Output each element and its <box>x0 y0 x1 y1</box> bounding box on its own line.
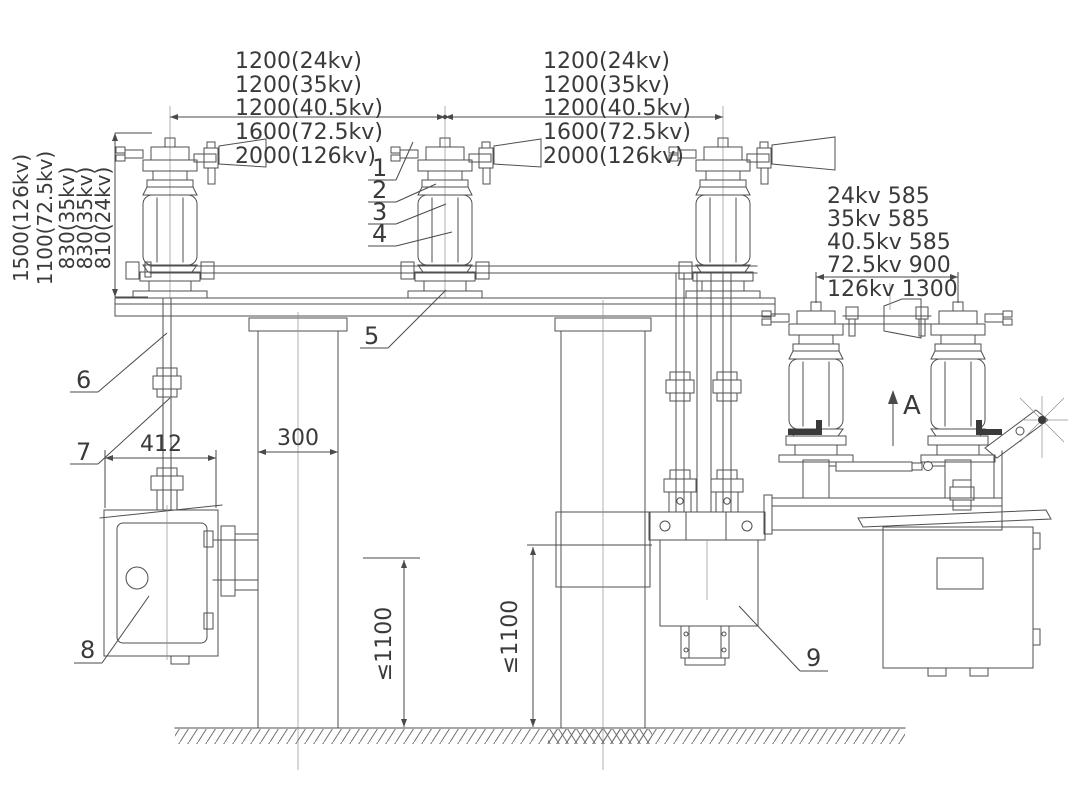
height-label-0: 1500(126kv) <box>9 154 33 282</box>
support-beam <box>114 297 776 317</box>
span-labels-left: 1200(24kv) 1200(35kv) 1200(40.5kv) 1600(… <box>235 49 383 169</box>
svg-text:5: 5 <box>364 322 379 350</box>
svg-text:7: 7 <box>76 438 91 466</box>
height-label-1: 1100(72.5kv) <box>33 151 57 285</box>
svg-text:2: 2 <box>372 176 387 204</box>
side-pole-stack-left <box>761 301 854 499</box>
interphase-linkage-rod <box>125 261 758 280</box>
dimension-top-span: 1200(24kv) 1200(35kv) 1200(40.5kv) 1600(… <box>170 49 723 169</box>
callout-3: 3 <box>368 198 447 226</box>
voltage-spacing-table: 24kv 585 35kv 585 40.5kv 585 72.5kv 900 … <box>827 184 958 302</box>
height-label-3: 830(35kv) <box>73 167 97 270</box>
callout-2: 2 <box>368 176 437 204</box>
voltage-row-1: 35kv 585 <box>827 207 930 232</box>
mechanism-box-8 <box>99 504 259 665</box>
left-column <box>248 312 348 770</box>
pivot-marker <box>1019 396 1068 458</box>
height-label-2: 830(35kv) <box>55 167 79 270</box>
pole-unit-2 <box>390 137 542 299</box>
span-right-label-2: 1200(40.5kv) <box>543 96 691 121</box>
pole-unit-3 <box>668 136 836 299</box>
dim-412-label: 412 <box>140 432 182 457</box>
svg-text:1: 1 <box>372 154 387 182</box>
callout-5: 5 <box>360 289 447 350</box>
span-left-label-0: 1200(24kv) <box>235 49 362 74</box>
dimension-1100-right: ≤1100 <box>498 544 652 727</box>
svg-text:4: 4 <box>372 220 387 248</box>
right-column <box>554 300 652 770</box>
head-linkage <box>842 283 932 339</box>
turnbuckle-linkage <box>828 461 946 472</box>
callout-9: 9 <box>738 605 828 672</box>
span-right-label-1: 1200(35kv) <box>543 73 670 98</box>
callout-1: 1 <box>368 141 414 182</box>
span-right-label-4: 2000(126kv) <box>543 144 684 169</box>
svg-text:6: 6 <box>76 366 91 394</box>
box-8-bracket <box>220 525 236 597</box>
span-left-label-2: 1200(40.5kv) <box>235 96 383 121</box>
voltage-row-3: 72.5kv 900 <box>827 253 951 278</box>
front-view <box>99 106 906 770</box>
blade-paddle-1 <box>218 138 267 168</box>
blade-paddle-3 <box>771 136 836 171</box>
dimension-1100-left: ≤1100 <box>363 557 420 727</box>
svg-text:8: 8 <box>80 636 95 664</box>
voltage-row-2: 40.5kv 585 <box>827 230 951 255</box>
direction-a-label: A <box>903 391 921 421</box>
mechanism-cabinet <box>857 509 1052 677</box>
dimension-412: 412 <box>104 432 217 508</box>
dimension-1300-side: 24kv 585 35kv 585 40.5kv 585 72.5kv 900 … <box>815 184 959 303</box>
handle-hole <box>125 566 149 590</box>
callout-6: 6 <box>70 332 168 394</box>
dimension-height-left: 1500(126kv) 1100(72.5kv) 830(35kv) 830(3… <box>9 132 152 298</box>
svg-text:9: 9 <box>806 644 821 672</box>
span-labels-right: 1200(24kv) 1200(35kv) 1200(40.5kv) 1600(… <box>543 49 691 169</box>
span-left-label-4: 2000(126kv) <box>235 144 376 169</box>
cabinet-window <box>936 557 984 590</box>
side-view: A <box>761 283 1068 677</box>
dim-300-label: 300 <box>277 426 319 451</box>
height-label-4: 810(24kv) <box>91 167 115 270</box>
pole-unit-1 <box>115 137 267 299</box>
span-left-label-3: 1600(72.5kv) <box>235 120 383 145</box>
span-right-label-3: 1600(72.5kv) <box>543 120 691 145</box>
dim-1100-right-label: ≤1100 <box>498 600 523 674</box>
dimension-300: 300 <box>258 426 338 455</box>
svg-text:3: 3 <box>372 198 387 226</box>
operating-rods-right <box>663 273 744 513</box>
base-frame <box>763 420 1003 535</box>
callout-4: 4 <box>368 220 453 248</box>
callouts: 1 2 3 4 5 6 7 <box>70 141 828 672</box>
direction-arrow-a: A <box>888 390 921 446</box>
span-right-label-0: 1200(24kv) <box>543 49 670 74</box>
dim-1100-left-label: ≤1100 <box>372 607 397 681</box>
dimensions: 1200(24kv) 1200(35kv) 1200(40.5kv) 1600(… <box>9 49 959 727</box>
mechanism-box-9 <box>648 511 766 666</box>
callout-7: 7 <box>70 397 171 466</box>
voltage-row-4: 126kv 1300 <box>827 277 958 302</box>
voltage-row-0: 24kv 585 <box>827 184 930 209</box>
span-left-label-1: 1200(35kv) <box>235 73 362 98</box>
blade-paddle-2 <box>493 138 542 168</box>
cabinet-connecting-rod <box>949 479 975 511</box>
operating-rod-left <box>150 297 184 511</box>
callout-8: 8 <box>74 595 150 664</box>
ground-hatching <box>174 727 906 744</box>
side-pole-stack-right <box>920 301 1013 499</box>
